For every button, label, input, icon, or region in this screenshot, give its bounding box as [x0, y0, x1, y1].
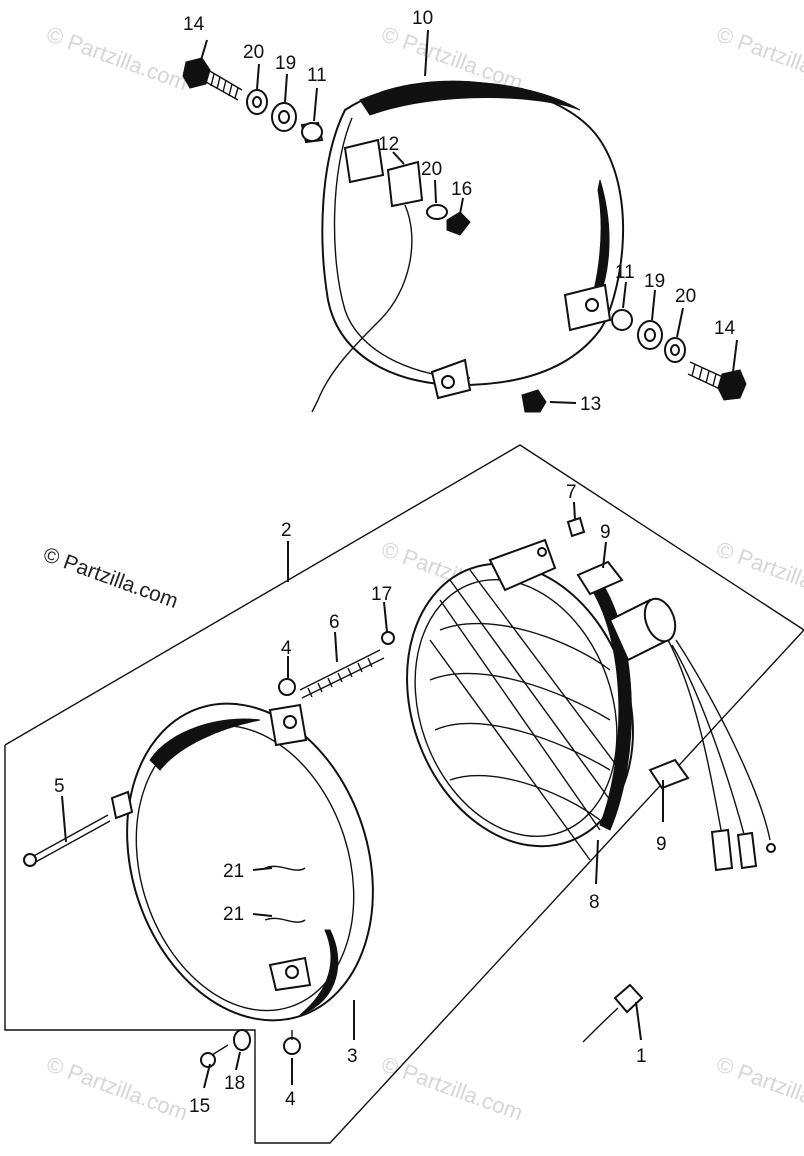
- callout-6: 6: [329, 612, 340, 633]
- callout-14-right: 14: [714, 318, 736, 339]
- callout-4-bottom: 4: [285, 1089, 296, 1110]
- callout-14-top: 14: [183, 14, 205, 35]
- callout-7: 7: [566, 482, 577, 503]
- callout-21-bottom: 21: [223, 904, 244, 925]
- callout-20-right: 20: [675, 286, 696, 307]
- callouts: 14 20 19 11 10 12 20 16 11 19 20 14 13 7…: [54, 8, 736, 1117]
- clips[interactable]: [566, 516, 690, 790]
- callout-18: 18: [224, 1073, 245, 1094]
- callout-5: 5: [54, 776, 65, 797]
- callout-16: 16: [451, 179, 472, 200]
- callout-17: 17: [371, 584, 392, 605]
- callout-20-top: 20: [243, 42, 264, 63]
- callout-20-mid: 20: [421, 159, 442, 180]
- callout-12: 12: [378, 134, 399, 155]
- watermark-top-right: © Partzilla.com: [713, 21, 804, 95]
- headlight-case[interactable]: [311, 80, 625, 413]
- bulb-socket[interactable]: [582, 983, 644, 1043]
- callout-1: 1: [636, 1046, 647, 1067]
- top-left-hardware[interactable]: [182, 57, 324, 144]
- callout-2: 2: [281, 520, 292, 541]
- callout-11-top: 11: [307, 65, 327, 86]
- watermark-bottom-center: © Partzilla.com: [378, 1051, 526, 1125]
- watermark-top-left: © Partzilla.com: [43, 21, 191, 95]
- rim-screws[interactable]: [23, 631, 395, 1068]
- sealed-beam-unit[interactable]: [369, 532, 776, 878]
- watermark-mid-left: © Partzilla.com: [40, 543, 181, 613]
- callout-10: 10: [412, 8, 433, 29]
- callout-13: 13: [580, 394, 601, 415]
- callout-4-top: 4: [281, 638, 292, 659]
- watermark-bottom-right: © Partzilla.com: [713, 1051, 804, 1125]
- watermark-bottom-left: © Partzilla.com: [43, 1051, 191, 1125]
- callout-15: 15: [189, 1096, 210, 1117]
- leader-lines: [61, 29, 738, 1089]
- callout-8: 8: [589, 892, 600, 913]
- callout-9-top: 9: [600, 522, 611, 543]
- assembly-boundary: [4, 444, 804, 1144]
- callout-9-bottom: 9: [656, 834, 667, 855]
- callout-3: 3: [347, 1046, 358, 1067]
- headlight-rim[interactable]: [88, 671, 413, 1052]
- callout-19-top: 19: [275, 53, 296, 74]
- callout-11-right: 11: [615, 262, 635, 283]
- callout-19-right: 19: [644, 271, 665, 292]
- right-hardware[interactable]: [521, 309, 747, 413]
- watermark-mid-right: © Partzilla.com: [713, 536, 804, 610]
- callout-21-top: 21: [223, 861, 244, 882]
